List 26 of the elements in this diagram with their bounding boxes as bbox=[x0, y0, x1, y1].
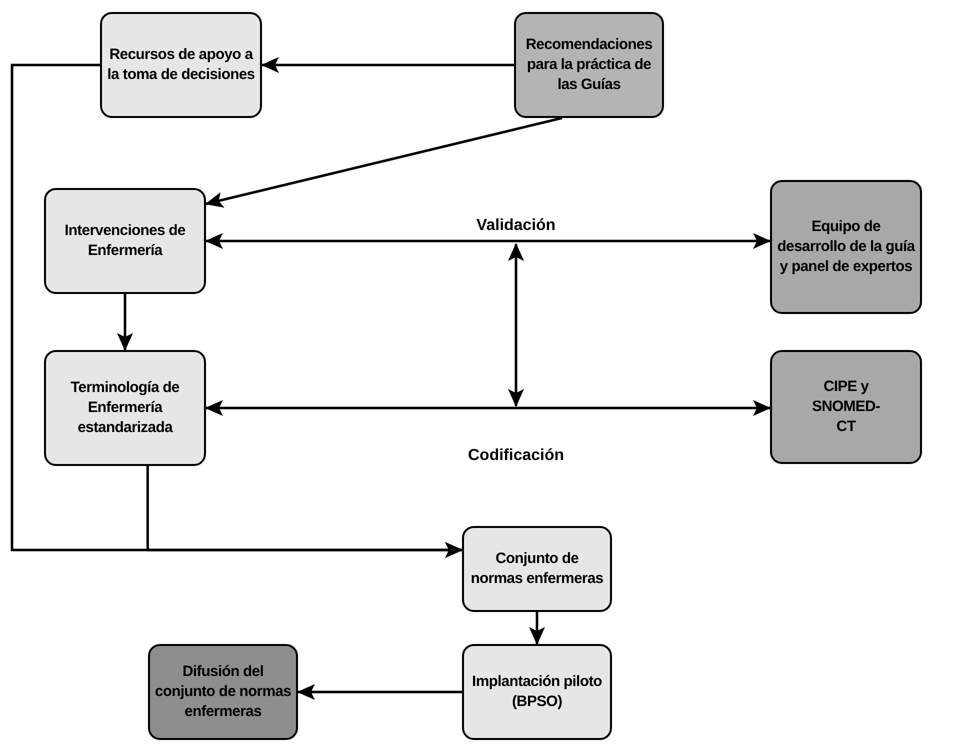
arrow bbox=[117, 294, 133, 351]
arrow bbox=[261, 57, 514, 73]
process-box bbox=[462, 526, 612, 612]
node-label: Recomendaciones para la práctica de las Guías bbox=[524, 35, 654, 95]
process-box bbox=[514, 12, 664, 118]
node-label: Conjunto de normas enfermeras bbox=[470, 549, 604, 589]
node-label: Intervenciones de Enfermería bbox=[64, 221, 186, 261]
process-box bbox=[770, 350, 922, 464]
node-label: Recursos de apoyo a la toma de decisiones bbox=[106, 45, 256, 85]
arrow bbox=[205, 233, 771, 249]
arrow bbox=[205, 400, 771, 416]
process-box bbox=[462, 644, 612, 740]
node-label: Equipo de desarrollo de la guía y panel de expertos bbox=[776, 217, 916, 277]
node-label: CIPE y SNOMED-CT bbox=[810, 377, 882, 437]
node-label: Implantación piloto (BPSO) bbox=[471, 672, 603, 712]
process-box bbox=[44, 350, 206, 466]
arrow bbox=[146, 466, 463, 558]
node-label: Terminología de Enfermería estandarizada bbox=[70, 378, 180, 438]
arrow bbox=[529, 612, 545, 645]
process-box bbox=[44, 188, 206, 294]
node-label: Difusión del conjunto de normas enfermeras bbox=[154, 662, 292, 722]
process-box bbox=[148, 644, 298, 740]
arrow bbox=[297, 684, 462, 700]
process-box bbox=[770, 180, 922, 314]
arrow bbox=[205, 116, 562, 208]
process-box bbox=[100, 12, 262, 118]
